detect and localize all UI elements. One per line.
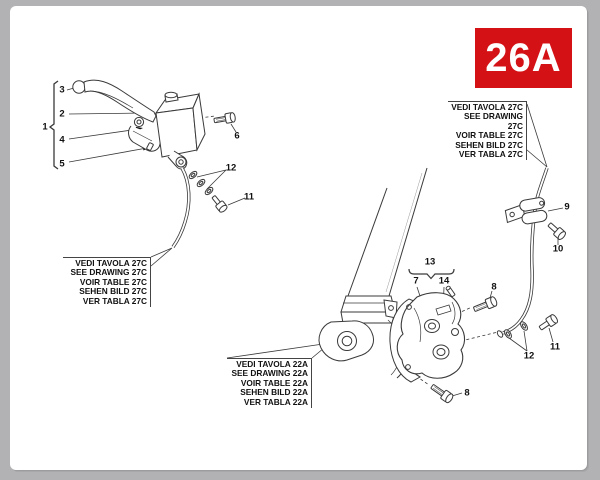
callout-line: SEE DRAWING 22A [231,368,308,379]
callout-line: VOIR TABLE 22A [240,377,308,388]
callout-line: SEHEN BILD 22A [240,387,308,398]
reservoir-side [192,92,206,152]
callout-line: VEDI TAVOLA 27C [75,258,147,268]
part-number-1: 1 [42,121,48,133]
bleed-valve [445,285,456,298]
callout-line: SEHEN BILD 27C [455,139,523,150]
part-number-12-upper: 12 [225,162,237,174]
table-number-badge: 26A [475,28,572,88]
banjo-bolt-11-lower [538,314,558,331]
item-13-brace [408,268,455,280]
caliper-bolt-8-top [473,296,498,312]
part-number-11-lower: 11 [549,341,561,353]
part-number-8-top: 8 [491,281,497,293]
callout-hose-right-ref: VEDI TAVOLA 27C SEE DRAWING 27C VOIR TAB… [448,101,527,161]
caliper-hose-group [496,167,566,339]
part-number-7: 7 [413,275,419,287]
callout-line: VEDI TAVOLA 22A [236,359,308,369]
part-number-10: 10 [552,243,564,255]
callout-line: VER TABLA 27C [82,295,147,306]
callout-line: SEE DRAWING 27C [70,267,147,278]
callout-line: VEDI TAVOLA 27C [451,102,523,112]
brake-master-cylinder [72,79,236,248]
part-number-3: 3 [59,84,65,96]
part-number-12-lower: 12 [523,350,535,362]
clamp-bolt-10 [547,222,566,240]
brake-caliper-assembly [389,285,498,404]
part-number-5: 5 [59,158,65,170]
banjo-bolt-11-upper [211,195,228,213]
callout-hose-upper-ref: VEDI TAVOLA 27C SEE DRAWING 27C VOIR TAB… [63,257,151,308]
callout-line: VER TABLA 22A [243,396,308,407]
caliper-bolt-8-bottom [430,384,454,404]
part-number-9: 9 [564,201,570,213]
part-number-4: 4 [59,134,65,146]
handlebar-clamp [128,125,162,152]
part-number-6: 6 [234,130,240,142]
pad-spring-14 [435,304,452,316]
part-number-11-upper: 11 [243,191,255,203]
part-number-2: 2 [59,108,65,120]
callout-fork-ref: VEDI TAVOLA 22A SEE DRAWING 22A VOIR TAB… [227,358,312,409]
lever-ball-end [72,80,86,94]
table-number-label: 26A [485,35,562,80]
part-number-13: 13 [424,256,436,268]
item-group-bracket [48,80,59,170]
reservoir-front [155,107,198,158]
reservoir-cap [164,91,178,99]
part-number-14: 14 [438,275,450,287]
hose-clamp-9 [504,197,548,225]
caliper-body-13 [396,292,466,379]
washers-12-upper [188,170,214,196]
part-number-8-bottom: 8 [464,387,470,399]
brake-hose-right [502,167,549,335]
callout-line: SEHEN BILD 27C [79,286,147,297]
bolt-6 [213,112,236,124]
callout-line: VER TABLA 27C [458,149,523,160]
callout-line: VOIR TABLE 27C [79,276,147,287]
callout-line: SEE DRAWING 27C [463,111,523,131]
washers-12-lower [504,321,528,339]
callout-line: VOIR TABLE 27C [455,130,523,141]
